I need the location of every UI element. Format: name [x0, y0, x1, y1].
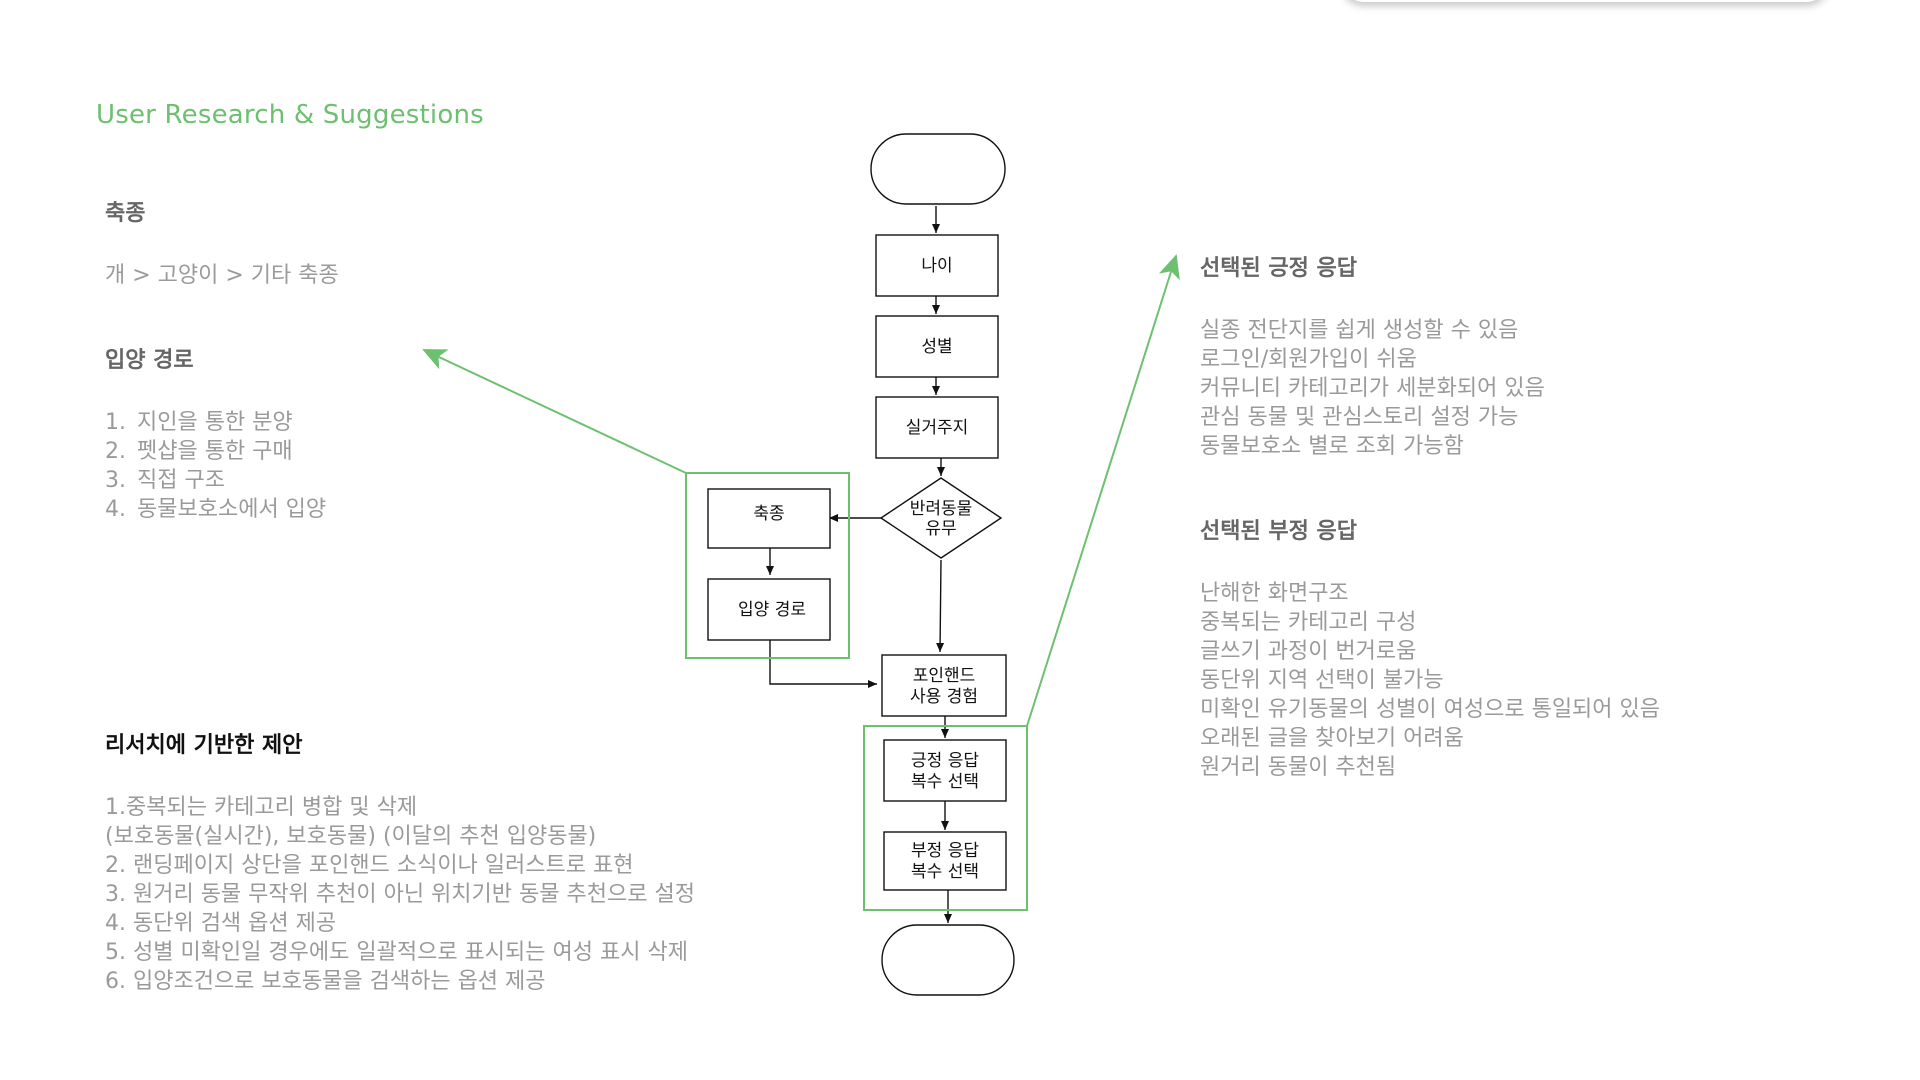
list-item: 2.펫샵을 통한 구매: [105, 439, 293, 464]
start-terminal: [870, 133, 1006, 205]
list-item: 4.동물보호소에서 입양: [105, 497, 327, 522]
list-item: 난해한 화면구조: [1200, 581, 1349, 606]
top-card-shadow: [1340, 0, 1830, 2]
section-title: User Research & Suggestions: [96, 100, 484, 130]
list-item: 4. 동단위 검색 옵션 제공: [105, 911, 337, 936]
label-residence: 실거주지: [906, 418, 969, 438]
label-gender: 성별: [921, 337, 952, 357]
label-adoption-route: 입양 경로: [738, 600, 806, 620]
suggestions-heading: 리서치에 기반한 제안: [105, 733, 303, 758]
node-negative: [883, 831, 1007, 891]
list-item: 1.중복되는 카테고리 병합 및 삭제: [105, 795, 418, 820]
arrow-to-research-left: [422, 349, 687, 474]
positive-heading: 선택된 긍정 응답: [1200, 256, 1357, 281]
list-item: 미확인 유기동물의 성별이 여성으로 통일되어 있음: [1200, 697, 1661, 722]
list-item: 6. 입양조건으로 보호동물을 검색하는 옵션 제공: [105, 969, 546, 994]
label-positive-line2: 복수 선택: [911, 772, 979, 792]
list-item: 커뮤니티 카테고리가 세분화되어 있음: [1200, 376, 1545, 401]
list-item: 3.직접 구조: [105, 468, 225, 493]
arrow-to-research-right: [1026, 254, 1180, 727]
list-item: 오래된 글을 찾아보기 어려움: [1200, 726, 1464, 751]
node-gender: [875, 315, 999, 378]
label-positive-line1: 긍정 응답: [911, 751, 979, 771]
list-item: 중복되는 카테고리 구성: [1200, 610, 1417, 635]
breed-adoption-group: [685, 472, 850, 659]
end-terminal: [881, 924, 1015, 996]
node-positive: [883, 739, 1007, 802]
node-experience: [881, 654, 1007, 717]
negative-heading: 선택된 부정 응답: [1200, 519, 1357, 544]
label-experience-line1: 포인핸드: [913, 666, 976, 686]
breed-text: 개 > 고양이 > 기타 축종: [105, 263, 339, 288]
list-item: 동단위 지역 선택이 불가능: [1200, 668, 1444, 693]
node-adoption-route: [707, 578, 831, 641]
label-age: 나이: [921, 256, 952, 276]
list-item: 1.지인을 통한 분양: [105, 410, 293, 435]
label-pet-owner-line1: 반려동물: [910, 499, 973, 519]
adoption-heading: 입양 경로: [105, 348, 194, 373]
list-item: 글쓰기 과정이 번거로움: [1200, 639, 1417, 664]
list-item: 5. 성별 미확인일 경우에도 일괄적으로 표시되는 여성 표시 삭제: [105, 940, 688, 965]
connector-lines: [766, 206, 952, 923]
node-residence: [875, 396, 999, 459]
breed-heading: 축종: [105, 201, 146, 226]
list-item: 원거리 동물이 추천됨: [1200, 755, 1397, 780]
breed-block: 축종 개 > 고양이 > 기타 축종: [105, 195, 339, 290]
list-item: 동물보호소 별로 조회 가능함: [1200, 434, 1464, 459]
list-item: 2. 랜딩페이지 상단을 포인핸드 소식이나 일러스트로 표현: [105, 853, 634, 878]
list-item: 로그인/회원가입이 쉬움: [1200, 347, 1417, 372]
label-pet-owner-line2: 유무: [925, 519, 956, 539]
suggestions-block: 리서치에 기반한 제안 1.중복되는 카테고리 병합 및 삭제 (보호동물(실시…: [105, 727, 695, 996]
negative-block: 선택된 부정 응답 난해한 화면구조 중복되는 카테고리 구성 글쓰기 과정이 …: [1200, 513, 1660, 782]
node-breed: [707, 488, 831, 549]
label-breed: 축종: [753, 504, 784, 524]
list-item: 3. 원거리 동물 무작위 추천이 아닌 위치기반 동물 추천으로 설정: [105, 882, 695, 907]
list-item: (보호동물(실시간), 보호동물) (이달의 추천 입양동물): [105, 824, 597, 849]
node-pet-owner: [879, 477, 1003, 559]
list-item: 실종 전단지를 쉽게 생성할 수 있음: [1200, 318, 1519, 343]
label-negative-line1: 부정 응답: [911, 841, 979, 861]
positive-block: 선택된 긍정 응답 실종 전단지를 쉽게 생성할 수 있음 로그인/회원가입이 …: [1200, 250, 1545, 461]
node-age: [875, 234, 999, 297]
list-item: 관심 동물 및 관심스토리 설정 가능: [1200, 405, 1519, 430]
label-negative-line2: 복수 선택: [911, 862, 979, 882]
label-experience-line2: 사용 경험: [910, 687, 978, 707]
response-group: [863, 725, 1028, 911]
adoption-block: 입양 경로 1.지인을 통한 분양 2.펫샵을 통한 구매 3.직접 구조 4.…: [105, 342, 326, 524]
